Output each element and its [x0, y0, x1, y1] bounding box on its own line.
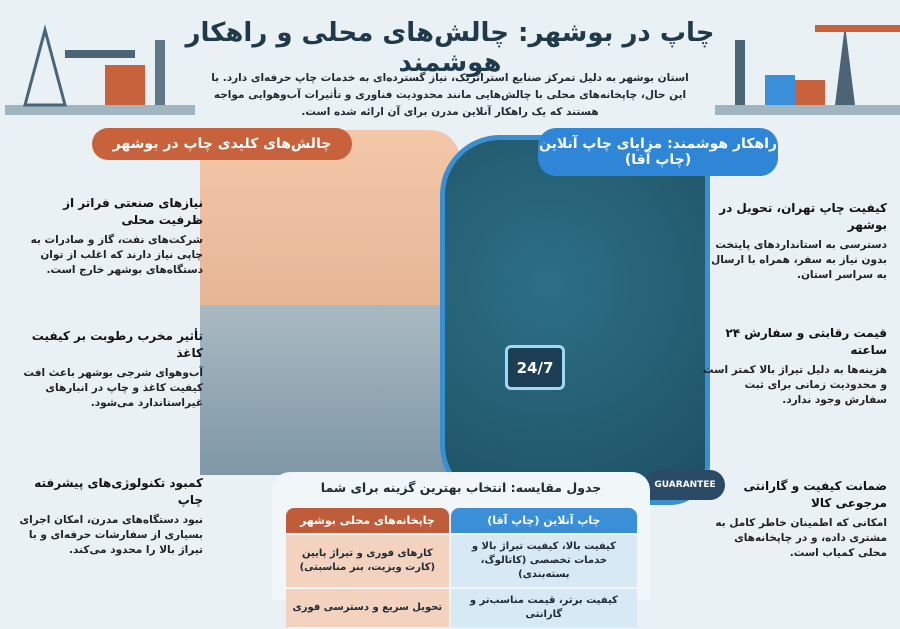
challenge-text: آب‌وهوای شرجی بوشهر باعث افت کیفیت کاغذ …	[23, 367, 203, 409]
guarantee-badge: GUARANTEE	[645, 470, 725, 500]
solution-heading: راهکار هوشمند: مزایای چاپ آنلاین (چاپ آق…	[538, 128, 778, 176]
comparison-title: جدول مقایسه: انتخاب بهترین گزینه برای شم…	[320, 480, 602, 495]
cell-online: کیفیت بالا، کیفیت تیراژ بالا و خدمات تخص…	[450, 535, 637, 587]
table-row: کیفیت بالا، کیفیت تیراژ بالا و خدمات تخص…	[286, 535, 637, 587]
solution-text: هزینه‌ها به دلیل تیراژ بالا کمتر است و م…	[703, 364, 887, 406]
challenge-title: تأثیر مخرب رطوبت بر کیفیت کاغذ	[31, 329, 203, 360]
challenge-text: شرکت‌های نفت، گاز و صادرات به چاپی نیاز …	[30, 234, 203, 276]
solution-title: قیمت رقابتی و سفارش ۲۴ ساعته	[725, 326, 887, 357]
challenges-illustration	[200, 130, 460, 475]
solution-illustration: 24/7 GUARANTEE	[440, 135, 725, 505]
challenges-heading: چالش‌های کلیدی چاپ در بوشهر	[92, 128, 352, 160]
challenge-title: نیازهای صنعتی فراتر از ظرفیت محلی	[63, 196, 203, 227]
comparison-table: چاپ آنلاین (چاپ آقا) چاپخانه‌های محلی بو…	[284, 506, 639, 629]
challenge-item: کمبود تکنولوژی‌های پیشرفته چاپ نبود دستگ…	[18, 475, 203, 558]
solution-title: کیفیت چاپ تهران، تحویل در بوشهر	[719, 201, 887, 232]
solution-item: کیفیت چاپ تهران، تحویل در بوشهر دسترسی ب…	[702, 200, 887, 283]
cell-local: تحویل سریع و دسترسی فوری	[286, 589, 449, 627]
cell-local: کارهای فوری و تیراژ پایین (کارت ویزیت، ب…	[286, 535, 449, 587]
intro-text: استان بوشهر به دلیل تمرکز صنایع استراتژی…	[211, 72, 689, 118]
solution-title: ضمانت کیفیت و گارانتی مرجوعی کالا	[743, 479, 887, 510]
header-local: چاپخانه‌های محلی بوشهر	[286, 508, 449, 533]
header-online: چاپ آنلاین (چاپ آقا)	[450, 508, 637, 533]
solution-text: امکانی که اطمینان خاطر کامل به مشتری داد…	[715, 517, 887, 559]
badge-24-7: 24/7	[505, 345, 565, 390]
challenge-title: کمبود تکنولوژی‌های پیشرفته چاپ	[34, 476, 203, 507]
solution-item: قیمت رقابتی و سفارش ۲۴ ساعته هزینه‌ها به…	[702, 325, 887, 408]
comparison-table-section: جدول مقایسه: انتخاب بهترین گزینه برای شم…	[272, 472, 650, 627]
challenge-item: نیازهای صنعتی فراتر از ظرفیت محلی شرکت‌ه…	[18, 195, 203, 278]
challenge-item: تأثیر مخرب رطوبت بر کیفیت کاغذ آب‌وهوای …	[18, 328, 203, 411]
page-title: چاپ در بوشهر: چالش‌های محلی و راهکار هوش…	[185, 18, 715, 78]
cell-online: کیفیت برتر، قیمت مناسب‌تر و گارانتی	[450, 589, 637, 627]
solution-text: دسترسی به استانداردهای پایتخت بدون نیاز …	[711, 239, 887, 281]
challenge-text: نبود دستگاه‌های مدرن، امکان اجرای بسیاری…	[19, 514, 203, 556]
table-row: کیفیت برتر، قیمت مناسب‌تر و گارانتی تحوی…	[286, 589, 637, 627]
port-cranes-illustration	[715, 25, 900, 115]
solution-item: ضمانت کیفیت و گارانتی مرجوعی کالا امکانی…	[702, 478, 887, 561]
oil-rig-illustration	[5, 24, 195, 115]
